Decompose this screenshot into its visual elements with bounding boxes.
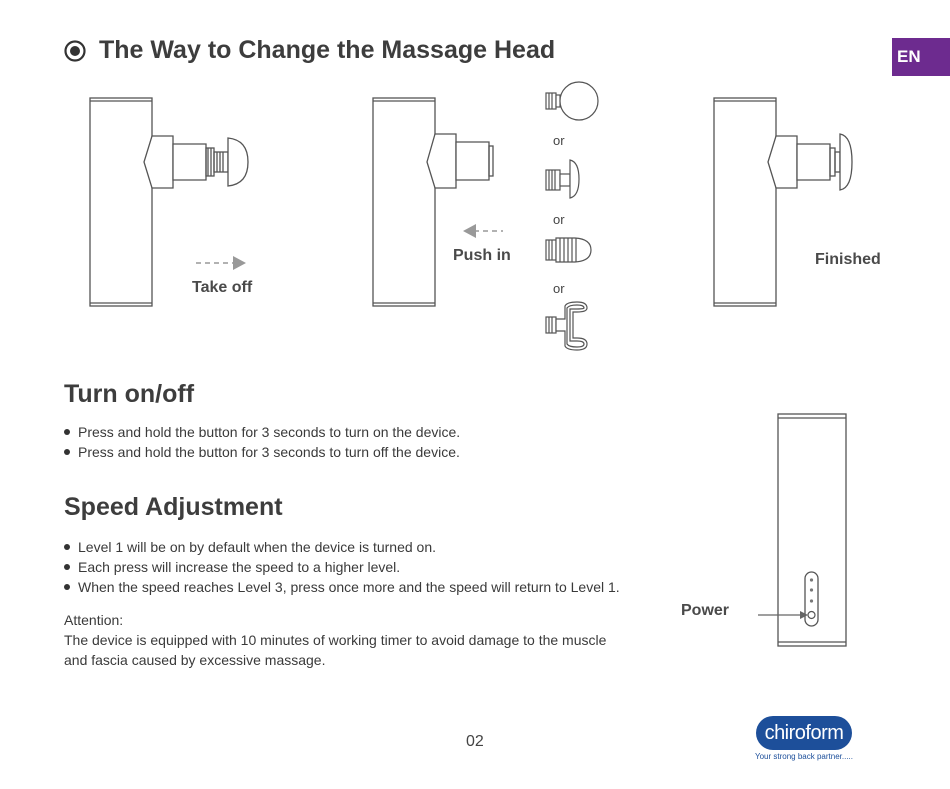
ball-head-icon	[545, 81, 599, 121]
turn-on-off-list: Press and hold the button for 3 seconds …	[64, 422, 460, 462]
finished-label: Finished	[815, 251, 881, 268]
power-label: Power	[681, 602, 730, 619]
logo-tagline: Your strong back partner.....	[755, 752, 853, 761]
push-in-label: Push in	[453, 247, 511, 264]
attention-text-line-2: and fascia caused by excessive massage.	[64, 652, 326, 668]
list-item: Press and hold the button for 3 seconds …	[64, 422, 460, 442]
or-text-1: or	[553, 133, 565, 148]
list-item: When the speed reaches Level 3, press on…	[64, 577, 620, 597]
language-badge: EN	[892, 38, 950, 76]
or-text-2: or	[553, 212, 565, 227]
fork-head-icon	[545, 301, 588, 351]
page-title-text: The Way to Change the Massage Head	[99, 36, 556, 64]
turn-on-off-heading: Turn on/off	[64, 380, 195, 408]
list-item: Press and hold the button for 3 seconds …	[64, 442, 460, 462]
device-power-button-figure	[758, 413, 847, 647]
chiroform-logo: chiroform	[756, 716, 852, 750]
page-number: 02	[466, 733, 484, 750]
massage-gun-push-in-figure	[372, 97, 503, 307]
attention-text-line-1: The device is equipped with 10 minutes o…	[64, 632, 607, 648]
massage-gun-take-off-figure	[89, 97, 249, 307]
or-text-3: or	[553, 281, 565, 296]
flat-head-icon	[545, 159, 580, 199]
page-title: The Way to Change the Massage Head	[64, 36, 555, 65]
speed-adjustment-heading: Speed Adjustment	[64, 493, 283, 521]
bullet-head-icon	[545, 237, 592, 263]
massage-gun-finished-figure	[713, 97, 853, 307]
attention-label: Attention:	[64, 612, 124, 628]
speed-adjustment-list: Level 1 will be on by default when the d…	[64, 537, 620, 597]
target-icon	[64, 39, 86, 62]
take-off-label: Take off	[192, 279, 253, 296]
list-item: Each press will increase the speed to a …	[64, 557, 620, 577]
list-item: Level 1 will be on by default when the d…	[64, 537, 620, 557]
